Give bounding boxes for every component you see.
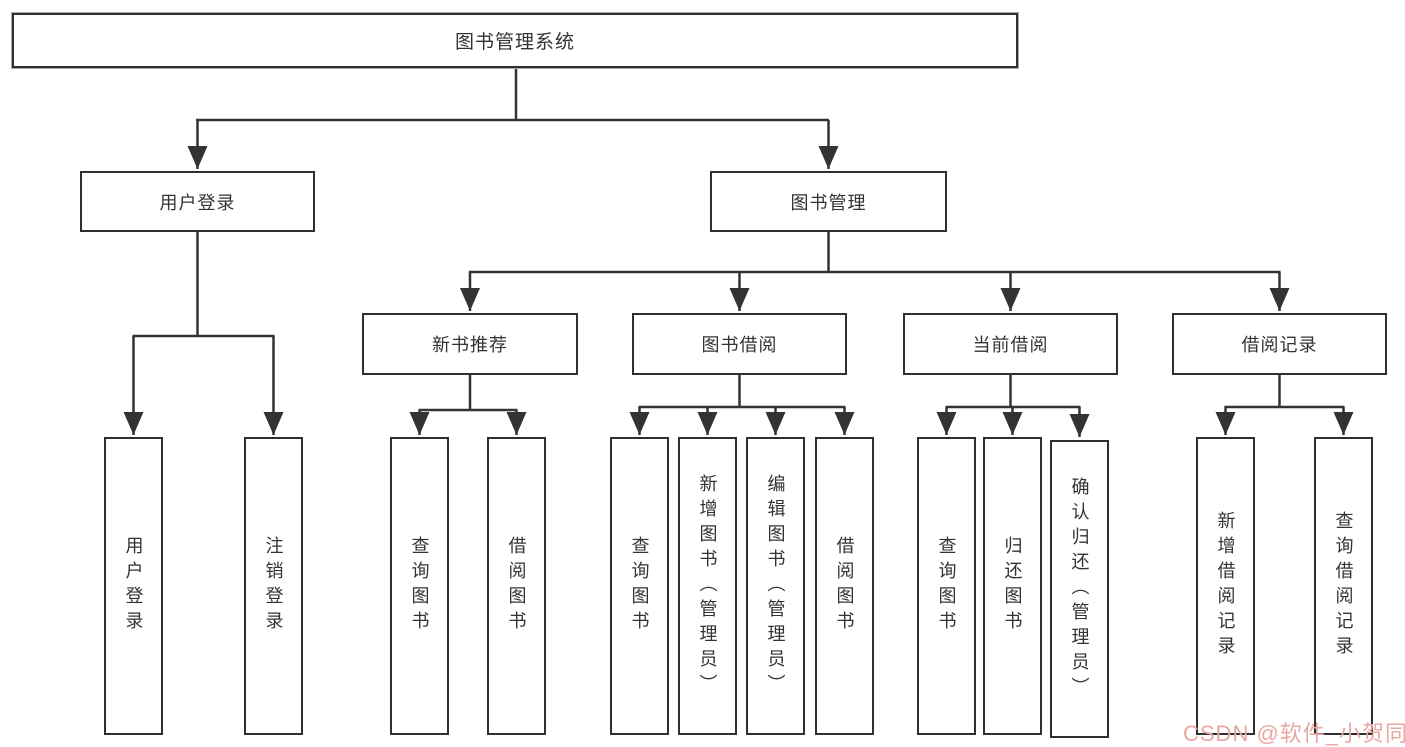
- node-new-book-recommend: 新书推荐: [362, 313, 578, 375]
- leaf-logout-label: 注销登录: [263, 536, 284, 636]
- leaf-query-book-borrow-label: 查询图书: [629, 536, 650, 636]
- node-new-book-recommend-label: 新书推荐: [432, 335, 508, 355]
- leaf-user-login-label: 用户登录: [123, 536, 144, 636]
- node-current-borrow-label: 当前借阅: [972, 335, 1049, 355]
- leaf-borrow-book-recommend-label: 借阅图书: [506, 536, 527, 636]
- node-book-management-label: 图书管理: [790, 192, 867, 213]
- node-library-system-label: 图书管理系统: [454, 32, 575, 53]
- leaf-edit-book-admin: 编辑图书（管理员）: [746, 437, 805, 735]
- leaf-borrow-book-recommend: 借阅图书: [487, 437, 546, 735]
- leaf-query-borrow-record-label: 查询借阅记录: [1333, 511, 1354, 661]
- leaf-edit-book-admin-label: 编辑图书（管理员）: [765, 473, 786, 699]
- leaf-logout: 注销登录: [244, 437, 303, 735]
- leaf-query-book-recommend-label: 查询图书: [409, 536, 430, 636]
- leaf-borrow-book-label: 借阅图书: [834, 536, 855, 636]
- leaf-user-login: 用户登录: [104, 437, 163, 735]
- node-borrow-records: 借阅记录: [1172, 313, 1387, 375]
- leaf-query-book-current: 查询图书: [917, 437, 976, 735]
- node-user-login-label: 用户登录: [159, 192, 236, 213]
- leaf-confirm-return-admin: 确认归还（管理员）: [1050, 440, 1109, 738]
- leaf-borrow-book: 借阅图书: [815, 437, 874, 735]
- leaf-query-book-recommend: 查询图书: [390, 437, 449, 735]
- leaf-return-book-label: 归还图书: [1002, 536, 1023, 636]
- csdn-watermark: CSDN @软件_小贺同学: [1183, 721, 1405, 746]
- node-borrow-records-label: 借阅记录: [1241, 335, 1318, 355]
- leaf-query-book-borrow: 查询图书: [610, 437, 669, 735]
- leaf-add-borrow-record-label: 新增借阅记录: [1215, 511, 1236, 661]
- node-book-borrow-label: 图书借阅: [701, 335, 778, 355]
- leaf-return-book: 归还图书: [983, 437, 1042, 735]
- leaf-add-book-admin: 新增图书（管理员）: [678, 437, 737, 735]
- node-book-borrow: 图书借阅: [632, 313, 847, 375]
- node-library-system: 图书管理系统: [12, 13, 1018, 68]
- leaf-confirm-return-admin-label: 确认归还（管理员）: [1069, 476, 1090, 702]
- leaf-query-book-current-label: 查询图书: [936, 536, 957, 636]
- leaf-query-borrow-record: 查询借阅记录: [1314, 437, 1373, 735]
- node-book-management: 图书管理: [710, 171, 947, 232]
- node-current-borrow: 当前借阅: [903, 313, 1118, 375]
- leaf-add-borrow-record: 新增借阅记录: [1196, 437, 1255, 735]
- node-user-login: 用户登录: [80, 171, 315, 232]
- leaf-add-book-admin-label: 新增图书（管理员）: [697, 473, 718, 699]
